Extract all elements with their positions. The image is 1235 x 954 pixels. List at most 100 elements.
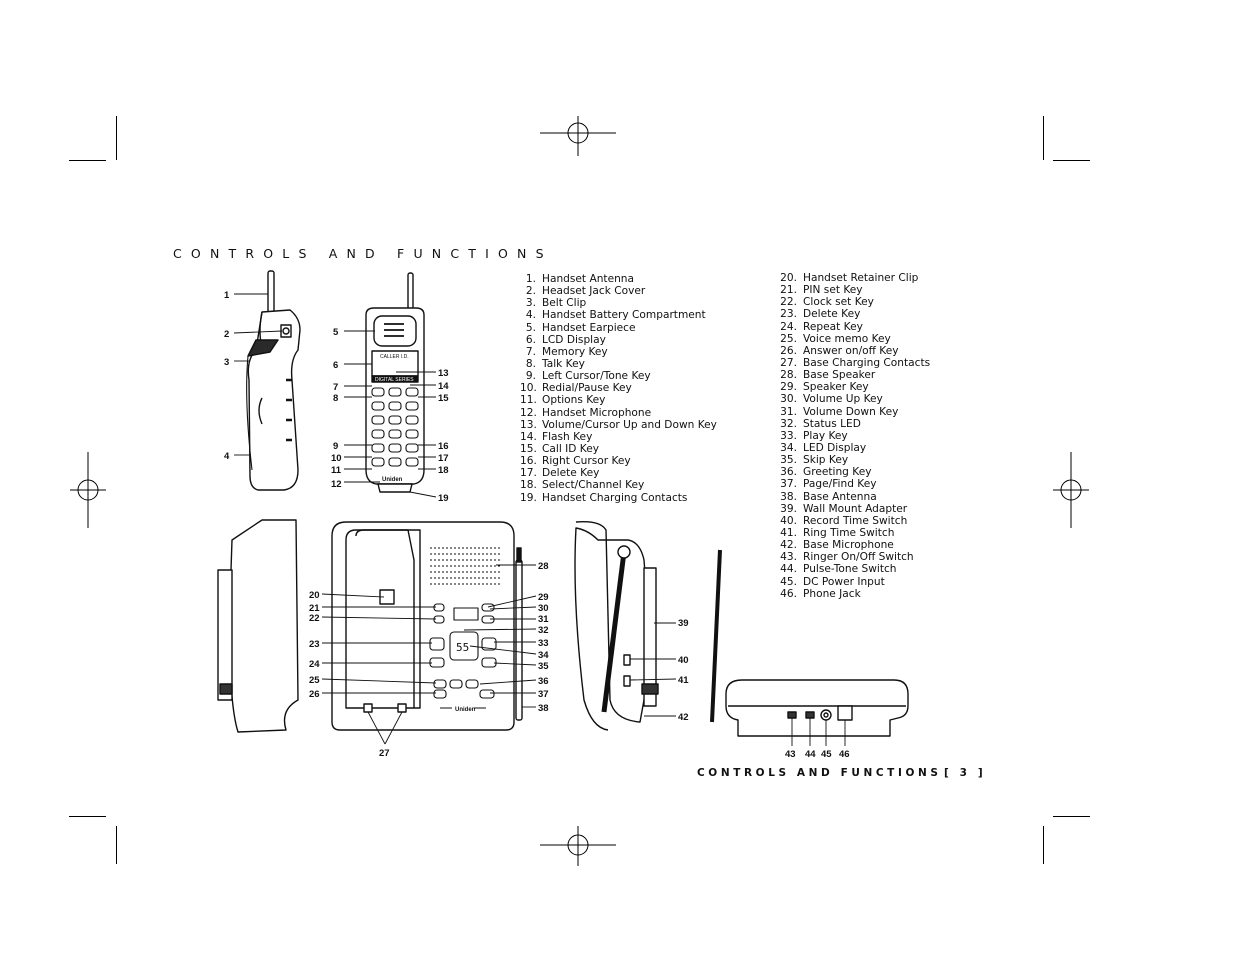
callout-number: 22 (309, 613, 320, 624)
base-brand-label: Uniden (455, 707, 476, 713)
base-top-view (331, 521, 523, 731)
part-label: Delete Key (542, 467, 600, 480)
callout-number: 41 (678, 675, 689, 686)
part-list-item: 43.Ringer On/Off Switch (778, 551, 930, 563)
part-label: Greeting Key (803, 466, 872, 479)
part-list-item: 2. Headset Jack Cover (520, 285, 717, 297)
part-number: 21. (780, 284, 797, 297)
callout-number: 25 (309, 675, 320, 686)
part-number: 13. (520, 418, 537, 431)
part-label: Headset Jack Cover (542, 285, 646, 298)
part-list-item: 42. Base Microphone (778, 539, 930, 551)
part-number: 3. (525, 297, 536, 310)
part-label: Volume Down Key (803, 405, 899, 418)
part-number: 40. (780, 514, 797, 527)
part-label: Record Time Switch (803, 514, 908, 527)
part-number: 23. (780, 308, 797, 321)
callout-number: 36 (538, 676, 549, 687)
part-number: 7. (525, 345, 536, 358)
part-list-item: 20.Handset Retainer Clip (778, 272, 930, 284)
crop-mark (1043, 116, 1044, 160)
callout-number: 21 (309, 603, 320, 614)
part-number: 41. (780, 526, 797, 539)
callout-number: 26 (309, 689, 320, 700)
part-list-item: 44.Pulse-Tone Switch (778, 563, 930, 575)
part-number: 42. (780, 539, 797, 552)
callout-number: 23 (309, 639, 320, 650)
leader-lines (233, 293, 846, 746)
callout-number: 12 (331, 479, 342, 490)
part-number: 16. (520, 455, 537, 468)
callout-number: 19 (438, 493, 449, 504)
part-number: 9. (525, 370, 536, 383)
part-number: 39. (780, 502, 797, 515)
handset-brand-label: Uniden (382, 477, 403, 483)
part-list-item: 4.Handset Battery Compartment (520, 309, 717, 321)
callout-number: 17 (438, 453, 449, 464)
part-label: Left Cursor/Tone Key (542, 370, 651, 383)
callout-number: 11 (331, 465, 342, 476)
part-list-item: 34.LED Display (778, 442, 930, 454)
part-number: 35. (780, 454, 797, 467)
part-list-item: 45.DC Power Input (778, 576, 930, 588)
part-label: Handset Antenna (542, 273, 635, 285)
callout-number: 45 (821, 749, 832, 760)
callout-number: 14 (438, 381, 449, 392)
part-list-item: 40. Record Time Switch (778, 515, 930, 527)
part-list-item: 31.Volume Down Key (778, 406, 930, 418)
part-number: 15. (520, 442, 537, 455)
part-label: Status LED (803, 417, 861, 430)
part-label: Options Key (542, 394, 606, 407)
callout-number: 13 (438, 368, 449, 379)
part-number: 10. (520, 382, 537, 395)
part-list-item: 37.Page/Find Key (778, 478, 930, 490)
registration-mark-top (540, 116, 616, 156)
callout-number: 8 (333, 393, 338, 404)
crop-mark (1053, 816, 1090, 817)
part-number: 25. (780, 332, 797, 345)
crop-mark (1043, 826, 1044, 864)
part-label: Base Microphone (803, 539, 894, 552)
part-label: Ringer On/Off Switch (803, 551, 914, 564)
callout-number: 43 (785, 749, 796, 760)
part-label: Talk Key (542, 357, 585, 370)
part-label: Repeat Key (803, 320, 863, 333)
part-label: Handset Earpiece (542, 321, 636, 334)
part-list-item: 22.Clock set Key (778, 296, 930, 308)
part-number: 24. (780, 320, 797, 333)
part-number: 37. (780, 478, 797, 491)
part-list-item: 9. Left Cursor/Tone Key (520, 370, 717, 382)
part-label: Base Charging Contacts (803, 356, 931, 369)
part-label: Belt Clip (542, 297, 587, 310)
callout-number: 34 (538, 650, 549, 661)
handset-strip-label: DIGITAL SERIES (375, 377, 414, 383)
part-list-item: 26.Answer on/off Key (778, 345, 930, 357)
callout-number: 27 (379, 748, 390, 759)
part-list-item: 18.Select/Channel Key (520, 479, 717, 491)
part-number: 11. (520, 394, 537, 407)
part-list-item: 3. Belt Clip (520, 297, 717, 309)
registration-mark-bottom (540, 826, 616, 866)
part-label: Speaker Key (803, 381, 869, 394)
part-number: 27. (780, 356, 797, 369)
callout-number: 44 (805, 749, 816, 760)
part-label: Pulse-Tone Switch (803, 563, 897, 576)
part-list-item: 19.Handset Charging Contacts (520, 492, 717, 504)
part-list-item: 27. Base Charging Contacts (778, 357, 930, 369)
callout-numbers: 1234567891011121314151617181920212223242… (224, 290, 850, 760)
base-left-side-view (217, 519, 299, 733)
part-list-item: 12.Handset Microphone (520, 407, 717, 419)
part-number: 4. (525, 309, 536, 322)
part-number: 2. (525, 285, 536, 298)
part-label: Play Key (803, 429, 848, 442)
part-label: Flash Key (542, 430, 593, 443)
callout-number: 24 (309, 659, 320, 670)
part-number: 45. (780, 575, 797, 588)
part-label: Ring Time Switch (803, 526, 895, 539)
part-list-item: 32.Status LED (778, 418, 930, 430)
part-label: Right Cursor Key (542, 455, 631, 468)
part-label: Volume/Cursor Up and Down Key (542, 418, 717, 431)
